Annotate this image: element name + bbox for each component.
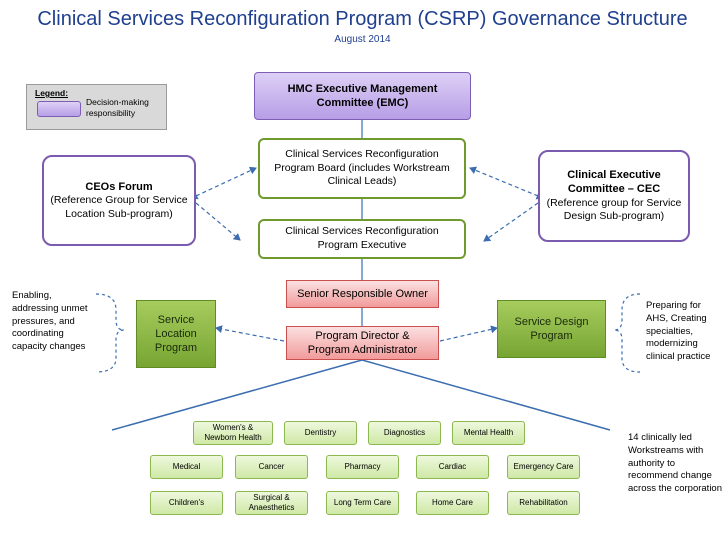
cec-box: Clinical Executive Committee – CEC (Refe… xyxy=(538,150,690,242)
service-design-box: Service Design Program xyxy=(497,300,606,358)
workstream-box: Emergency Care xyxy=(507,455,580,479)
legend-label: Decision-making responsibility xyxy=(86,97,149,119)
fan-left-line xyxy=(111,359,363,431)
workstream-box: Cancer xyxy=(235,455,308,479)
workstream-box: Medical xyxy=(150,455,223,479)
service-location-box: Service Location Program xyxy=(136,300,216,368)
program-director-box: Program Director & Program Administrator xyxy=(286,326,439,360)
legend-swatch xyxy=(37,101,81,117)
sro-box: Senior Responsible Owner xyxy=(286,280,439,308)
cec-board-arrow xyxy=(469,166,544,200)
workstream-box: Children's xyxy=(150,491,223,515)
workstream-box: Diagnostics xyxy=(368,421,441,445)
legend-title: Legend: xyxy=(35,88,69,98)
cec-title: Clinical Executive Committee – CEC xyxy=(567,169,661,196)
workstream-box: Mental Health xyxy=(452,421,525,445)
workstream-box: Women's & Newborn Health xyxy=(193,421,273,445)
bottom-note: 14 clinically led Workstreams with autho… xyxy=(628,432,722,495)
page-subtitle: August 2014 xyxy=(334,34,391,45)
pd-location-arrow xyxy=(215,325,285,342)
pd-design-arrow xyxy=(439,325,498,342)
workstream-box: Surgical & Anaesthetics xyxy=(235,491,308,515)
right-brace xyxy=(613,293,641,373)
workstream-box: Long Term Care xyxy=(326,491,399,515)
fan-right-line xyxy=(361,359,611,431)
workstream-box: Rehabilitation xyxy=(507,491,580,515)
left-note: Enabling, addressing unmet pressures, an… xyxy=(12,290,88,353)
ceos-board-arrow xyxy=(190,166,257,200)
program-executive-box: Clinical Services Reconfiguration Progra… xyxy=(258,219,466,259)
left-brace xyxy=(95,293,125,373)
right-note: Preparing for AHS, Creating specialties,… xyxy=(646,300,711,363)
page-title: Clinical Services Reconfiguration Progra… xyxy=(37,8,688,30)
cec-exec-arrow xyxy=(483,202,539,242)
emc-box: HMC Executive Management Committee (EMC) xyxy=(254,72,471,120)
workstream-box: Home Care xyxy=(416,491,489,515)
program-board-box: Clinical Services Reconfiguration Progra… xyxy=(258,138,466,199)
workstream-box: Dentistry xyxy=(284,421,357,445)
ceos-exec-arrow xyxy=(195,202,241,241)
cec-desc: (Reference group for Service Design Sub-… xyxy=(546,196,682,223)
workstream-box: Cardiac xyxy=(416,455,489,479)
workstream-box: Pharmacy xyxy=(326,455,399,479)
legend-box xyxy=(26,84,167,130)
ceos-forum-desc: (Reference Group for Service Location Su… xyxy=(50,194,188,220)
ceos-forum-title: CEOs Forum xyxy=(85,180,153,193)
ceos-forum-box: CEOs Forum (Reference Group for Service … xyxy=(42,155,196,246)
